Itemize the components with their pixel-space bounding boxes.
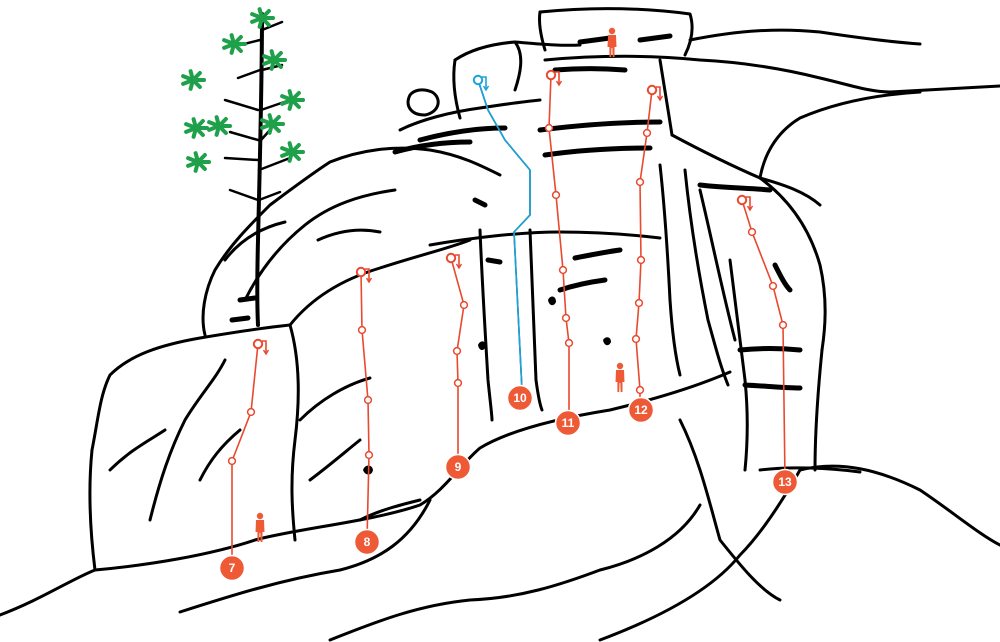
climber-figure-icon <box>615 362 625 392</box>
bolt-icon <box>635 385 645 395</box>
route-9-badge[interactable]: 9 <box>444 453 472 481</box>
bolt-icon <box>453 378 463 388</box>
bolt-icon <box>363 395 373 405</box>
climber-figures <box>255 27 625 542</box>
route-lines: 7 8 9 10 11 12 13 <box>218 69 799 582</box>
route-number: 12 <box>634 403 648 417</box>
route-12: 12 <box>627 84 664 424</box>
lower-off-anchor-icon <box>472 74 490 92</box>
route-number: 11 <box>562 416 575 430</box>
lower-off-anchor-icon <box>445 252 463 270</box>
route-12-line <box>635 89 653 408</box>
route-number: 7 <box>229 561 236 575</box>
bolt-icon <box>564 338 574 348</box>
bolt-icon <box>364 450 374 460</box>
bolt-icon <box>631 334 641 344</box>
lower-off-anchor-icon <box>252 338 270 356</box>
bolt-icon <box>246 407 256 417</box>
bolt-icon <box>768 281 778 291</box>
route-10-badge[interactable]: 10 <box>506 384 534 412</box>
route-13-badge[interactable]: 13 <box>771 468 799 496</box>
climber-figure-icon <box>607 27 617 57</box>
bolt-icon <box>558 265 568 275</box>
route-9-line <box>450 257 465 465</box>
bolt-icon <box>747 227 757 237</box>
route-8-badge[interactable]: 8 <box>353 528 381 556</box>
bolt-icon <box>227 456 237 466</box>
route-13: 13 <box>736 194 799 496</box>
route-8-line <box>360 271 370 541</box>
route-10-line <box>477 79 531 395</box>
bolt-icon <box>459 300 469 310</box>
route-12-badge[interactable]: 12 <box>627 396 655 424</box>
bolt-icon <box>778 320 788 330</box>
pine-tree-icon <box>181 7 305 327</box>
route-7-line <box>231 343 259 565</box>
bolt-icon <box>634 298 644 308</box>
route-11-badge[interactable]: 11 <box>554 409 582 437</box>
lower-off-anchor-icon <box>736 194 754 212</box>
route-number: 9 <box>455 460 462 474</box>
bolt-icon <box>635 177 645 187</box>
route-number: 13 <box>778 475 792 489</box>
route-number: 8 <box>364 535 371 549</box>
route-7-badge[interactable]: 7 <box>218 554 246 582</box>
climber-figure-icon <box>255 512 265 542</box>
route-11: 11 <box>544 69 582 437</box>
bolt-icon <box>357 325 367 335</box>
bolt-icon <box>636 255 646 265</box>
lower-off-anchor-icon <box>355 266 373 284</box>
lower-off-anchor-icon <box>545 69 563 87</box>
bolt-icon <box>551 190 561 200</box>
route-number: 10 <box>513 391 527 405</box>
rock-outline <box>0 7 1000 642</box>
bolt-icon <box>544 123 554 133</box>
bolt-icon <box>642 128 652 138</box>
route-7: 7 <box>218 338 270 582</box>
bolt-icon <box>452 346 462 356</box>
route-10: 10 <box>472 74 534 412</box>
route-9: 9 <box>444 252 472 481</box>
lower-off-anchor-icon <box>646 84 664 102</box>
route-8: 8 <box>353 266 381 556</box>
bolt-icon <box>561 313 571 323</box>
